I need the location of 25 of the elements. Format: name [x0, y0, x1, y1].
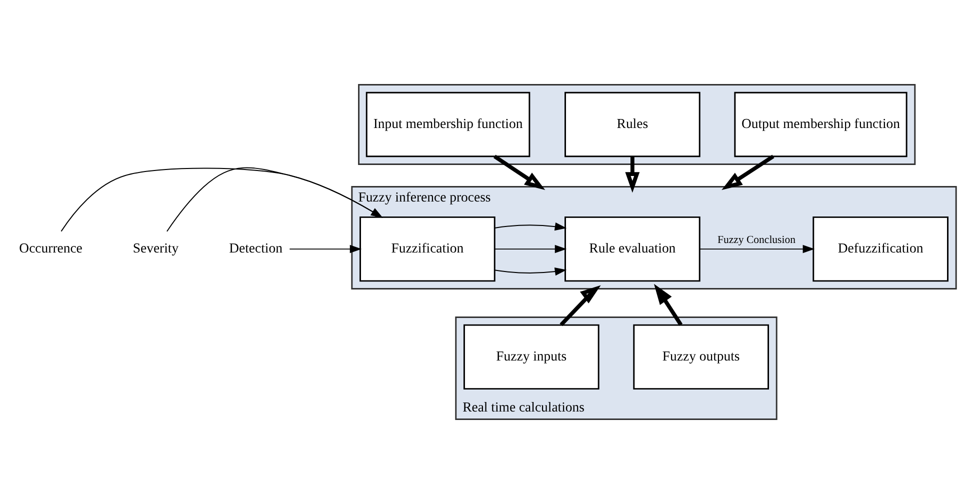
cluster [358, 84, 916, 165]
node-text: Occurrence [19, 240, 82, 256]
arrow [494, 267, 567, 276]
node-box: Defuzzification [812, 216, 948, 282]
arrow [654, 284, 683, 326]
node-box: Rules [564, 92, 700, 158]
node-box: Input membership function [366, 92, 530, 158]
arrow [289, 244, 362, 254]
arrow [60, 168, 383, 232]
node-box: Fuzzification [360, 216, 496, 282]
arrow [722, 154, 774, 190]
node-text: Severity [132, 240, 179, 256]
edge-label: Fuzzy Conclusion [717, 234, 796, 246]
node-box: Fuzzy outputs [633, 324, 769, 390]
arrow [699, 244, 815, 254]
node-box: Output membership function [734, 92, 908, 158]
node-text: Detection [229, 240, 282, 256]
arrow [166, 167, 383, 232]
node-box: Fuzzy inputs [463, 324, 600, 390]
arrow [493, 154, 546, 190]
node-box: Rule evaluation [564, 216, 700, 282]
arrow [625, 156, 640, 193]
arrow [494, 222, 567, 231]
arrow [494, 244, 567, 254]
arrow [560, 285, 601, 326]
